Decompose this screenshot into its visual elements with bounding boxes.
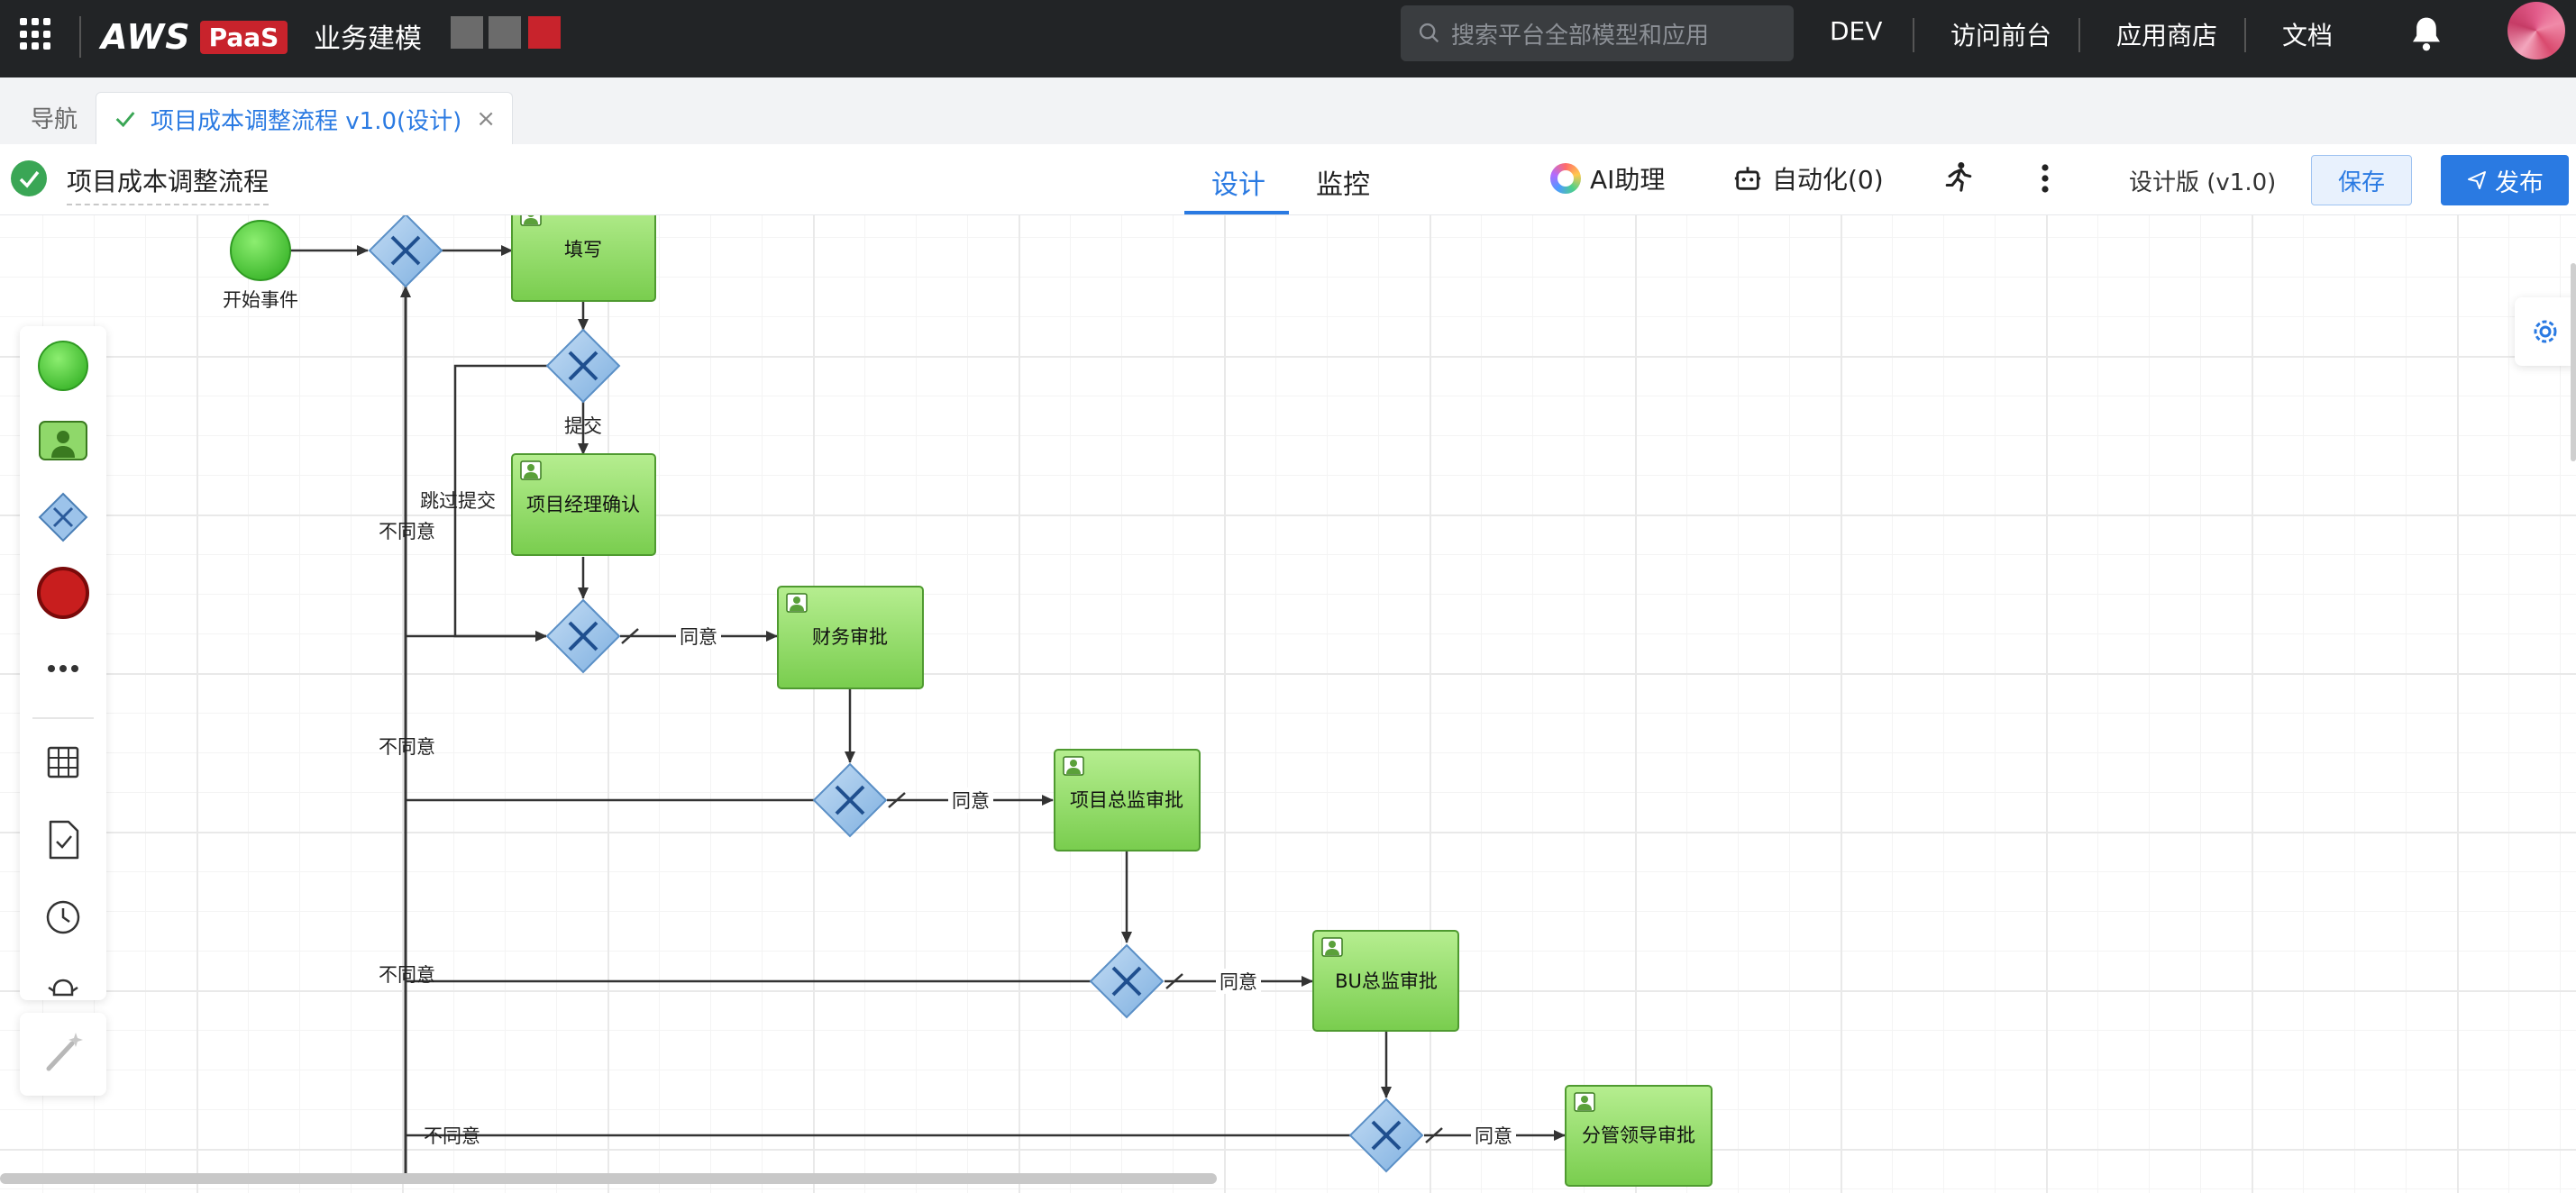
- nav-link-dev[interactable]: DEV: [1830, 16, 1883, 46]
- gear-icon: [2534, 320, 2557, 343]
- logo-paas-badge: PaaS: [199, 20, 288, 54]
- nav-link-app-store[interactable]: 应用商店: [2116, 21, 2218, 50]
- more-vertical-icon[interactable]: [2039, 162, 2051, 195]
- table-icon[interactable]: [34, 733, 92, 791]
- process-title[interactable]: 项目成本调整流程: [67, 162, 269, 205]
- user-task-tool-icon[interactable]: [34, 413, 92, 470]
- diagram-canvas[interactable]: 开始事件 填写 项目经理确认 财务审批 项目总监审批: [0, 215, 2576, 1193]
- svg-text:财务审批: 财务审批: [812, 626, 888, 648]
- ai-assistant-label: AI助理: [1590, 165, 1666, 195]
- close-icon[interactable]: ×: [476, 105, 497, 132]
- magic-wand-icon: [46, 1033, 83, 1071]
- tab-monitor[interactable]: 监控: [1316, 169, 1370, 201]
- divider: [2244, 18, 2246, 52]
- ai-assistant-button[interactable]: AI助理: [1550, 160, 1665, 196]
- task-fill: 填写: [511, 215, 656, 302]
- magic-wand-button[interactable]: [20, 1013, 106, 1096]
- save-button[interactable]: 保存: [2311, 155, 2412, 205]
- app-name: 业务建模: [314, 23, 422, 55]
- start-event-tool-icon[interactable]: [34, 337, 92, 395]
- task-director-approval: 项目总监审批: [1054, 749, 1201, 851]
- flow-label-disagree: 不同意: [424, 1125, 480, 1147]
- flow-label-agree: 同意: [1475, 1125, 1512, 1147]
- flow-label-submit: 提交: [564, 415, 602, 437]
- version-label: 设计版 (v1.0): [2129, 169, 2277, 196]
- search-input[interactable]: 搜索平台全部模型和应用: [1401, 5, 1794, 61]
- tab-bar: 导航 项目成本调整流程 v1.0(设计) ×: [0, 77, 2576, 145]
- task-finance-approval: 财务审批: [777, 586, 924, 689]
- automation-label: 自动化(0): [1772, 165, 1884, 195]
- tab-label: 项目成本调整流程 v1.0(设计): [151, 107, 462, 135]
- check-icon: [115, 112, 135, 128]
- search-placeholder: 搜索平台全部模型和应用: [1451, 22, 1710, 50]
- divider: [2078, 18, 2080, 52]
- bell-icon[interactable]: [2408, 14, 2444, 54]
- form-check-icon[interactable]: [34, 811, 92, 869]
- gateway-tool-icon[interactable]: [34, 488, 92, 546]
- avatar[interactable]: [2507, 2, 2565, 59]
- ai-logo-icon: [1550, 163, 1581, 194]
- search-icon: [1419, 23, 1439, 43]
- clock-icon[interactable]: [34, 888, 92, 946]
- flow-label-skip: 跳过提交: [420, 490, 496, 512]
- task-bu-approval: BU总监审批: [1312, 930, 1459, 1032]
- robot-icon: [1734, 167, 1761, 190]
- nav-link-docs[interactable]: 文档: [2282, 21, 2334, 50]
- flow-label-disagree: 不同意: [379, 964, 435, 986]
- svg-text:项目总监审批: 项目总监审批: [1070, 789, 1183, 811]
- svg-text:分管领导审批: 分管领导审批: [1582, 1125, 1695, 1146]
- logo-aws-text: AWS: [101, 17, 191, 57]
- flow-label-disagree: 不同意: [379, 736, 435, 758]
- publish-label: 发布: [2495, 168, 2544, 197]
- task-leader-approval: 分管领导审批: [1565, 1085, 1713, 1187]
- divider: [1913, 18, 1914, 52]
- send-icon: [2468, 171, 2486, 189]
- divider: [32, 717, 94, 719]
- svg-text:填写: 填写: [564, 239, 602, 260]
- flow-label-agree: 同意: [680, 626, 717, 648]
- color-square-1[interactable]: [451, 16, 483, 49]
- task-pm-confirm: 项目经理确认: [511, 453, 656, 556]
- top-bar: AWS PaaS 业务建模 搜索平台全部模型和应用 DEV 访问前台 应用商店 …: [0, 0, 2576, 77]
- nav-link-frontend[interactable]: 访问前台: [1950, 21, 2052, 50]
- end-event-tool-icon[interactable]: [34, 564, 92, 622]
- active-tab-indicator: [1184, 211, 1289, 214]
- shape-palette: [20, 326, 106, 1000]
- vertical-scrollbar[interactable]: [2571, 263, 2576, 461]
- flow-label-agree: 同意: [1219, 971, 1257, 993]
- flow-label-agree: 同意: [952, 790, 990, 812]
- settings-button[interactable]: [2515, 297, 2576, 366]
- horizontal-scrollbar[interactable]: [0, 1173, 1217, 1184]
- tab-navigation[interactable]: 导航: [31, 106, 78, 133]
- publish-button[interactable]: 发布: [2441, 155, 2569, 205]
- automation-button[interactable]: 自动化(0): [1732, 160, 1884, 196]
- flow-label-disagree: 不同意: [379, 521, 435, 542]
- divider: [79, 16, 81, 58]
- tab-design[interactable]: 设计: [1211, 169, 1265, 201]
- process-diagram: 开始事件 填写 项目经理确认 财务审批 项目总监审批: [223, 215, 1713, 1187]
- more-shapes-icon[interactable]: [34, 640, 92, 697]
- tab-process-design[interactable]: 项目成本调整流程 v1.0(设计) ×: [96, 92, 514, 145]
- status-check-icon: [11, 160, 47, 196]
- start-event-label: 开始事件: [223, 289, 298, 311]
- bug-icon[interactable]: [34, 966, 92, 1000]
- app-grid-icon[interactable]: [20, 18, 52, 50]
- designer-toolbar: 项目成本调整流程 设计 监控 AI助理 自动化(0) 设计版 (v1.0) 保存…: [0, 144, 2576, 215]
- color-square-2[interactable]: [489, 16, 521, 49]
- svg-text:项目经理确认: 项目经理确认: [526, 494, 640, 515]
- run-simulation-icon[interactable]: [1943, 160, 1974, 195]
- logo[interactable]: AWS PaaS: [101, 14, 288, 59]
- color-square-3[interactable]: [528, 16, 561, 49]
- svg-text:BU总监审批: BU总监审批: [1335, 970, 1438, 992]
